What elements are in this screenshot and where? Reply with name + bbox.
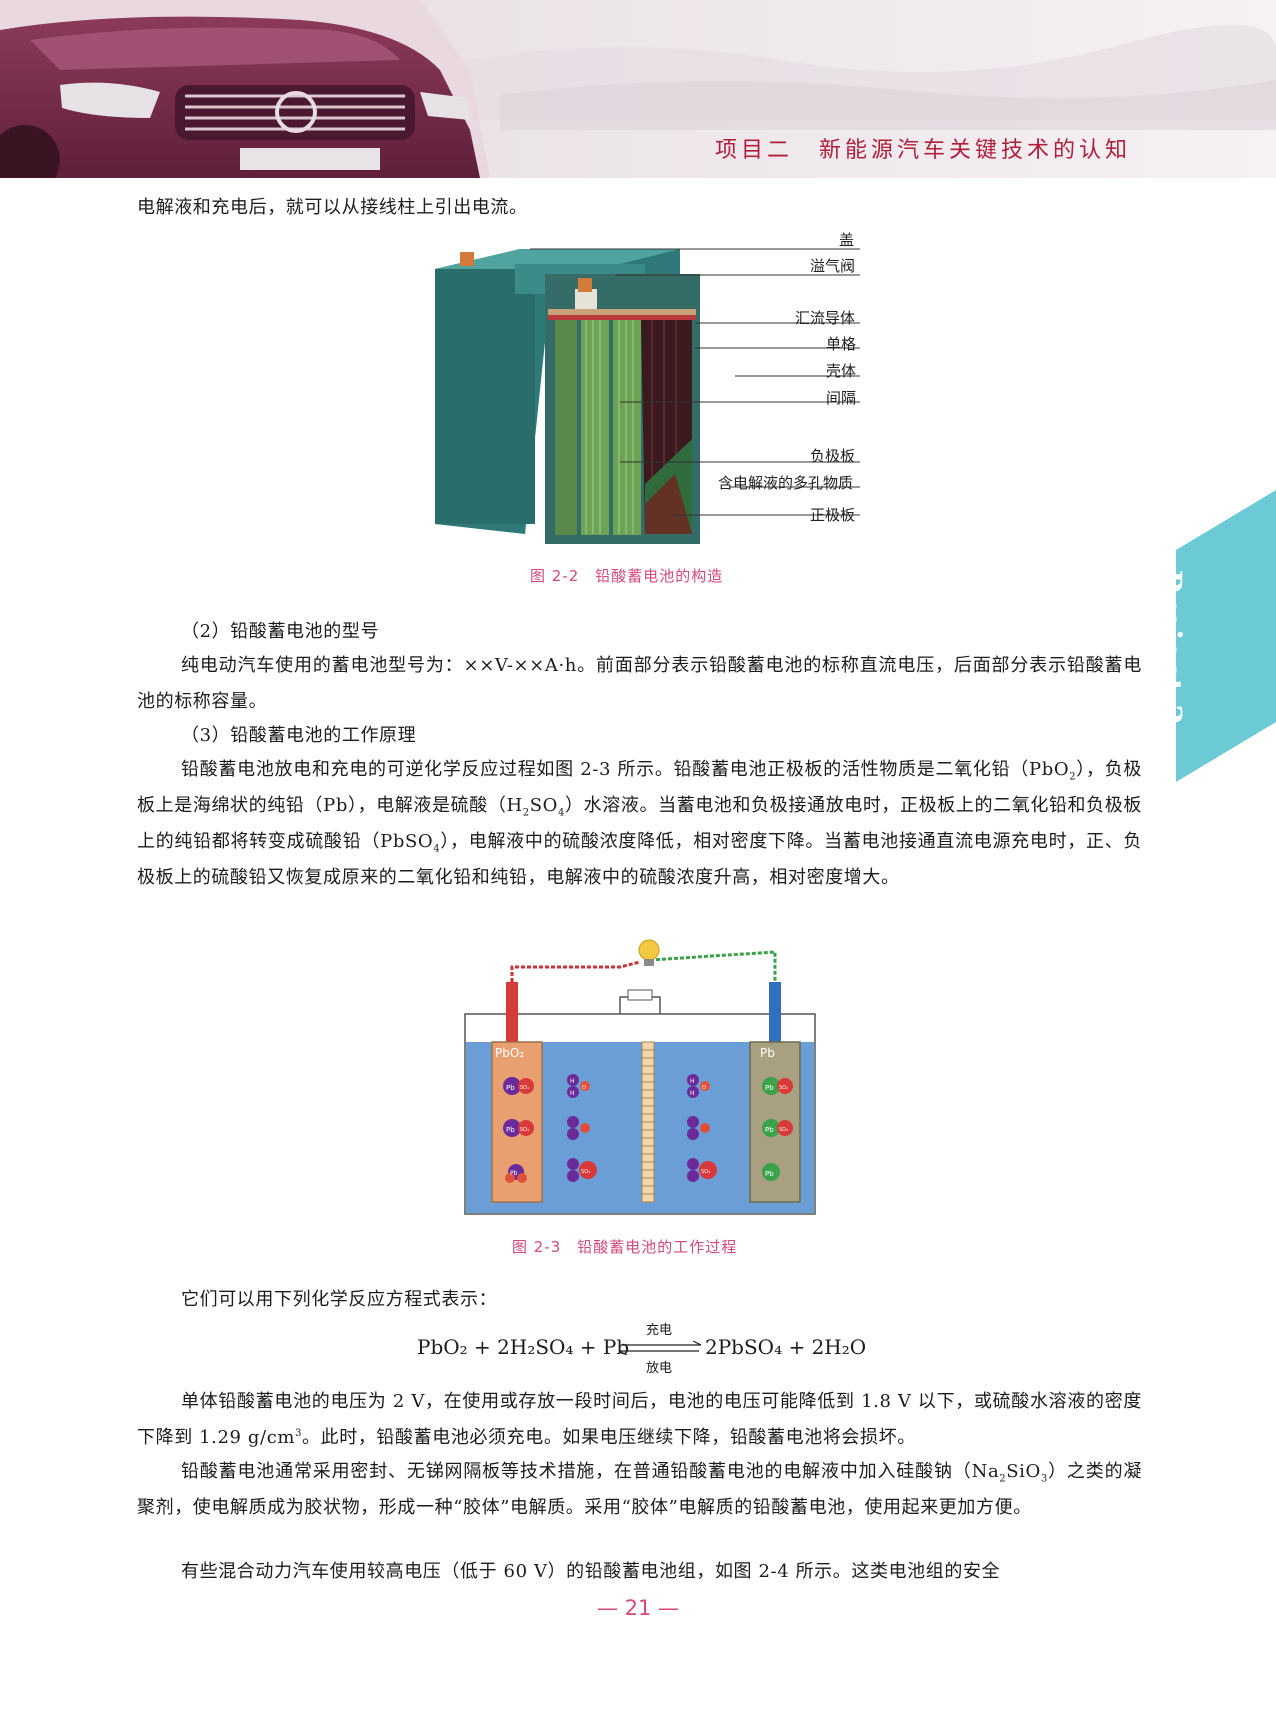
page-header: 项目二 新能源汽车关键技术的认知 [0,0,1276,178]
atom-so4: SO₄ [779,1085,788,1091]
label-busbar: 汇流导体 [795,309,856,327]
figure-2-2-caption: 图 2-2 铅酸蓄电池的构造 [530,567,724,585]
atom-so4: SO₄ [581,1169,590,1175]
equation-charge-label: 充电 [646,1323,673,1338]
gel-electrolyte-paragraph: 铅酸蓄电池通常采用密封、无锑网隔板等技术措施，在普通铅酸蓄电池的电解液中加入硅酸… [137,1461,1142,1518]
leader-lines [530,248,860,516]
hybrid-battery-paragraph: 有些混合动力汽车使用较高电压（低于 60 V）的铅酸蓄电池组，如图 2-4 所示… [181,1561,1001,1582]
header-title: 项目二 新能源汽车关键技术的认知 [714,138,1131,163]
atom-so4: SO₄ [701,1169,710,1175]
equation-right: 2PbSO₄ + 2H₂O [705,1335,867,1359]
figure-2-3-caption: 图 2-3 铅酸蓄电池的工作过程 [512,1238,738,1256]
atom-h: H [690,1078,695,1085]
atom-so4: SO₄ [520,1085,529,1091]
atom-h: H [570,1078,575,1085]
atom-pb: Pb [765,1126,774,1134]
atom-o: O [582,1085,586,1091]
label-positive-plate: 正极板 [810,506,856,524]
section-3-paragraph: 铅酸蓄电池放电和充电的可逆化学反应过程如图 2-3 所示。铅酸蓄电池正极板的活性… [137,759,1143,888]
intro-line: 电解液和充电后，就可以从接线柱上引出电流。 [137,197,528,218]
page-number: — 21 — [596,1596,680,1620]
side-tab-label: Project 2 [1154,570,1188,726]
equation-left: PbO₂ + 2H₂SO₄ + Pb [417,1335,630,1359]
atom-so4: SO₄ [520,1127,529,1133]
battery-working-diagram: PbO₂ Pb Pb SO₄ Pb SO₄ Pb Pb SO₄ Pb SO₄ P… [464,939,816,1215]
side-tab [1176,490,1276,782]
label-cover: 盖 [839,231,855,249]
atom-h: H [570,1090,575,1097]
label-cell: 单格 [826,335,857,353]
label-case: 壳体 [826,362,857,380]
reversible-arrow-icon [618,1341,702,1355]
atom-so4: SO₄ [779,1127,788,1133]
label-negative-plate: 负极板 [810,447,856,465]
atom-pb: Pb [506,1084,515,1092]
equation-discharge-label: 放电 [646,1361,673,1376]
right-plate-label: Pb [760,1046,775,1060]
chemical-equation: PbO₂ + 2H₂SO₄ + Pb 充电 放电 2PbSO₄ + 2H₂O [417,1323,1017,1376]
equation-intro: 它们可以用下列化学反应方程式表示： [181,1289,498,1310]
voltage-paragraph: 单体铅酸蓄电池的电压为 2 V，在使用或存放一段时间后，电池的电压可能降低到 1… [137,1391,1142,1448]
header-car-banner [0,0,1276,178]
section-2-heading: （2）铅酸蓄电池的型号 [181,621,380,642]
left-plate-label: PbO₂ [495,1046,524,1060]
atom-pb: Pb [765,1084,774,1092]
battery-structure-illustration [435,249,700,544]
atom-o: O [702,1085,706,1091]
label-porous-material: 含电解液的多孔物质 [718,474,854,492]
atom-pb: Pb [506,1126,515,1134]
atom-pb: Pb [510,1170,518,1177]
section-3-heading: （3）铅酸蓄电池的工作原理 [181,725,417,746]
label-separator: 间隔 [826,389,857,407]
section-2-paragraph: 纯电动汽车使用的蓄电池型号为：××V-××A·h。前面部分表示铅酸蓄电池的标称直… [137,655,1142,712]
atom-h: H [690,1090,695,1097]
label-vent-valve: 溢气阀 [810,257,856,275]
atom-pb: Pb [765,1170,774,1178]
